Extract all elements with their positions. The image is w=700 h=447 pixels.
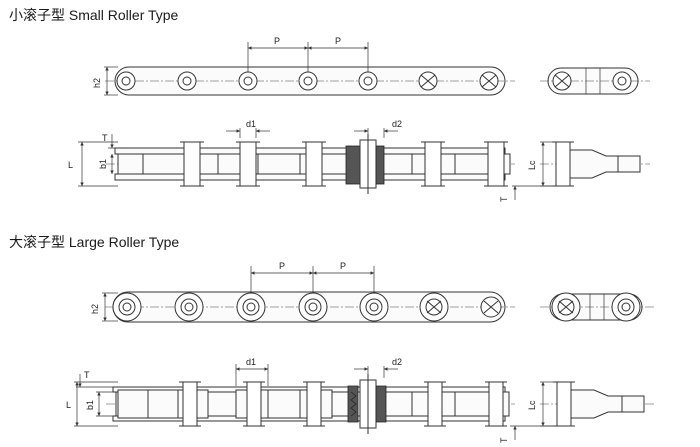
section-title-large-roller: 大滚子型 Large Roller Type [9,234,180,250]
dim-label-pitch: P [274,36,280,46]
large-side-view: d1 d2 T b1 L [66,357,515,434]
sprocket-section [345,134,385,194]
large-end-side-view: Lc T [499,381,655,443]
dim-label-pitch: P [340,261,346,271]
dim-label-b1: b1 [98,159,108,169]
small-side-view: d1 d2 T b1 L [68,119,515,194]
small-end-side-view: Lc T [499,141,650,202]
small-top-view: P P h2 [92,36,515,96]
large-end-view-top [540,292,655,322]
dim-label-h2: h2 [92,78,102,88]
dim-label-Lc: Lc [527,400,537,410]
dim-label-d2: d2 [392,357,402,367]
dim-label-d2: d2 [392,119,402,129]
pins [180,141,508,187]
large-top-view: P P h2 [90,261,515,323]
small-end-view-top [540,67,650,95]
link-separators [142,154,456,174]
dim-label-pitch: P [279,261,285,271]
dim-label-L: L [66,400,71,410]
dim-label-T: T [84,370,90,380]
section-title-small-roller: 小滚子型 Small Roller Type [9,7,179,23]
dim-label-L: L [68,160,73,170]
large-rollers [112,292,502,322]
dim-label-h2: h2 [90,304,100,314]
dim-label-d1: d1 [246,357,256,367]
dim-label-T: T [102,133,108,143]
large-sprocket-section [347,374,387,434]
dim-label-d1: d1 [246,119,256,129]
dim-label-b1: b1 [85,400,95,410]
roller-holes [116,71,499,91]
large-pins [179,381,507,427]
dim-label-pitch: P [335,36,341,46]
dim-label-T: T [499,196,509,202]
dim-label-T: T [499,437,509,443]
dim-label-Lc: Lc [527,160,537,170]
